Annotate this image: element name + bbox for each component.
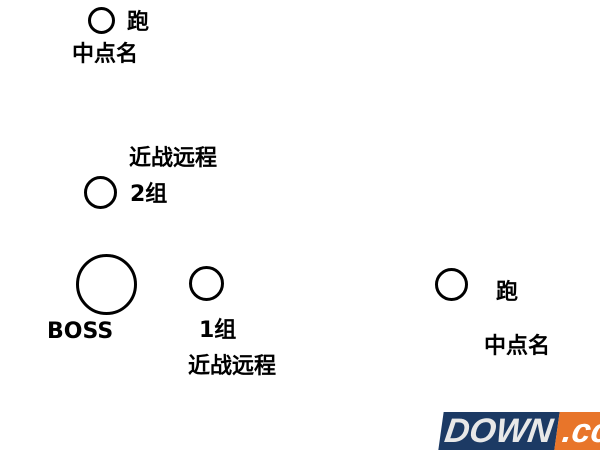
- group2-label: 2组: [130, 182, 168, 207]
- top-run-label: 跑: [127, 10, 150, 35]
- watermark-suffix: .cc: [553, 412, 600, 450]
- right-position-circle: [435, 268, 468, 301]
- right-run-label: 跑: [496, 280, 519, 305]
- group2-circle: [84, 176, 117, 209]
- boss-circle: [76, 254, 137, 315]
- boss-label: BOSS: [47, 319, 114, 344]
- top-mid-label: 中点名: [72, 42, 139, 67]
- top-position-circle: [88, 7, 115, 34]
- watermark-main: DOWN: [438, 412, 560, 450]
- group2-role-label: 近战远程: [129, 146, 218, 171]
- group1-circle: [189, 266, 224, 301]
- group1-role-label: 近战远程: [188, 354, 277, 379]
- right-mid-label: 中点名: [484, 334, 551, 359]
- watermark-logo: DOWN .cc: [438, 412, 600, 450]
- group1-label: 1组: [199, 318, 237, 343]
